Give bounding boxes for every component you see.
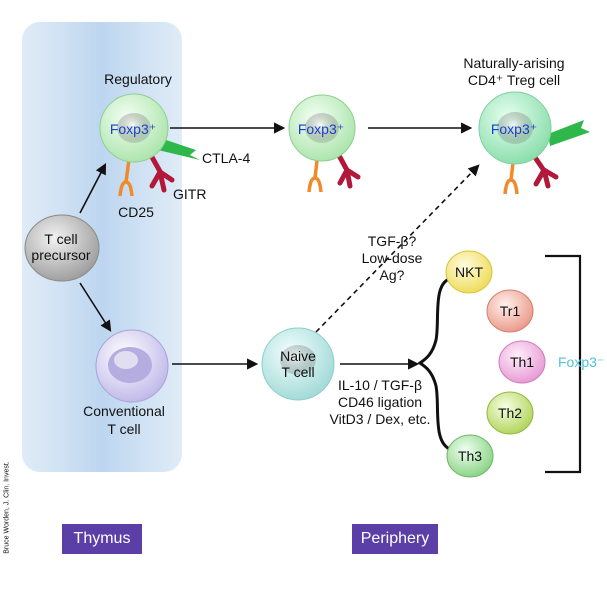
th3-label: Th3 [457,448,483,464]
conventional-t-cell [95,329,169,403]
foxp3-negative-bracket [545,254,582,474]
naive-t-cell [261,327,335,401]
conventional-label-line2: T cell [107,421,141,437]
nkt-cell [445,250,493,294]
ctla4-receptor-1 [158,138,200,160]
naive-label-line1: Naive [280,348,316,364]
conditions-line2: CD46 ligation [337,394,423,410]
periphery-label-box: Periphery [352,524,438,554]
conditions-line1: IL-10 / TGF-β [337,377,423,393]
tgf-label-line2: Low-dose [361,250,423,266]
periphery-label: Periphery [360,530,430,547]
foxp3-label-treg: Foxp3⁺ [490,121,538,137]
t-cell-precursor-cell [24,214,100,282]
tr1-cell [486,289,534,333]
treg-title-line1: Naturally-arising [463,55,565,71]
th3-cell [446,434,494,478]
foxp3-label-regulatory: Foxp3⁺ [109,121,157,137]
treg-title-line2: CD4⁺ Treg cell [467,72,561,88]
cd25-label: CD25 [118,204,154,220]
th2-cell [486,391,534,435]
naive-label-line2: T cell [281,364,315,380]
ctla4-receptor-3 [548,120,590,146]
naturally-arising-treg-cell [478,91,590,195]
dashed-arrow-naive-to-treg [315,164,480,333]
tgf-label-line3: Ag? [379,267,405,283]
nkt-label: NKT [455,264,483,280]
subset-curly-brace [417,276,453,452]
arrow-precursor-to-conventional [79,282,112,332]
regulatory-cell [99,93,200,197]
regulatory-label: Regulatory [104,71,172,87]
thymus-label: Thymus [73,530,131,547]
gitr-label: GITR [173,186,207,202]
foxp3-negative-label: Foxp3⁻ [558,354,605,370]
ctla4-label: CTLA-4 [202,150,251,166]
arrow-precursor-to-regulatory [79,163,107,214]
th1-label: Th1 [509,354,535,370]
conditions-line3: VitD3 / Dex, etc. [329,411,431,427]
tr1-label: Tr1 [499,303,521,319]
th1-cell [498,340,546,384]
conventional-label-line1: Conventional [83,403,165,419]
tgf-label-line1: TGF-β? [367,233,417,249]
foxp3-label-peripheral: Foxp3⁺ [297,121,345,137]
precursor-label-line2: precursor [31,247,91,263]
precursor-label-line1: T cell [44,231,78,247]
image-credit: Bruce Worden, J. Clin. Invest. [0,455,12,565]
th2-label: Th2 [497,405,523,421]
peripheral-treg-cell [288,94,361,193]
thymus-label-box: Thymus [62,524,142,554]
image-credit-text: Bruce Worden, J. Clin. Invest. [3,461,11,554]
